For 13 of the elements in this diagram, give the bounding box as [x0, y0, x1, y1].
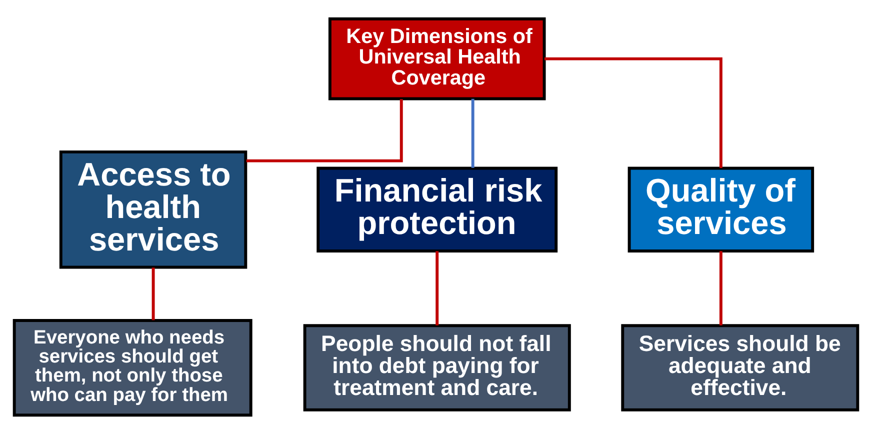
connector: [544, 57, 722, 168]
node-box: People should not fall into debt paying for treatment and care.: [303, 324, 571, 412]
node-box: Everyone who needs services should get them, not only those who can pay for them: [12, 319, 252, 417]
connector: [436, 251, 439, 326]
node-box: Key Dimensions of Universal Health Coverage: [328, 17, 546, 100]
node-box: Access to health services: [59, 150, 248, 269]
connector: [246, 99, 403, 162]
connector: [152, 268, 155, 320]
node-box: Financial risk protection: [316, 166, 558, 252]
node-box: Quality of services: [628, 166, 814, 252]
connector: [719, 251, 722, 326]
node-box: Services should be adequate and effective.: [621, 324, 860, 412]
connector: [471, 98, 474, 168]
